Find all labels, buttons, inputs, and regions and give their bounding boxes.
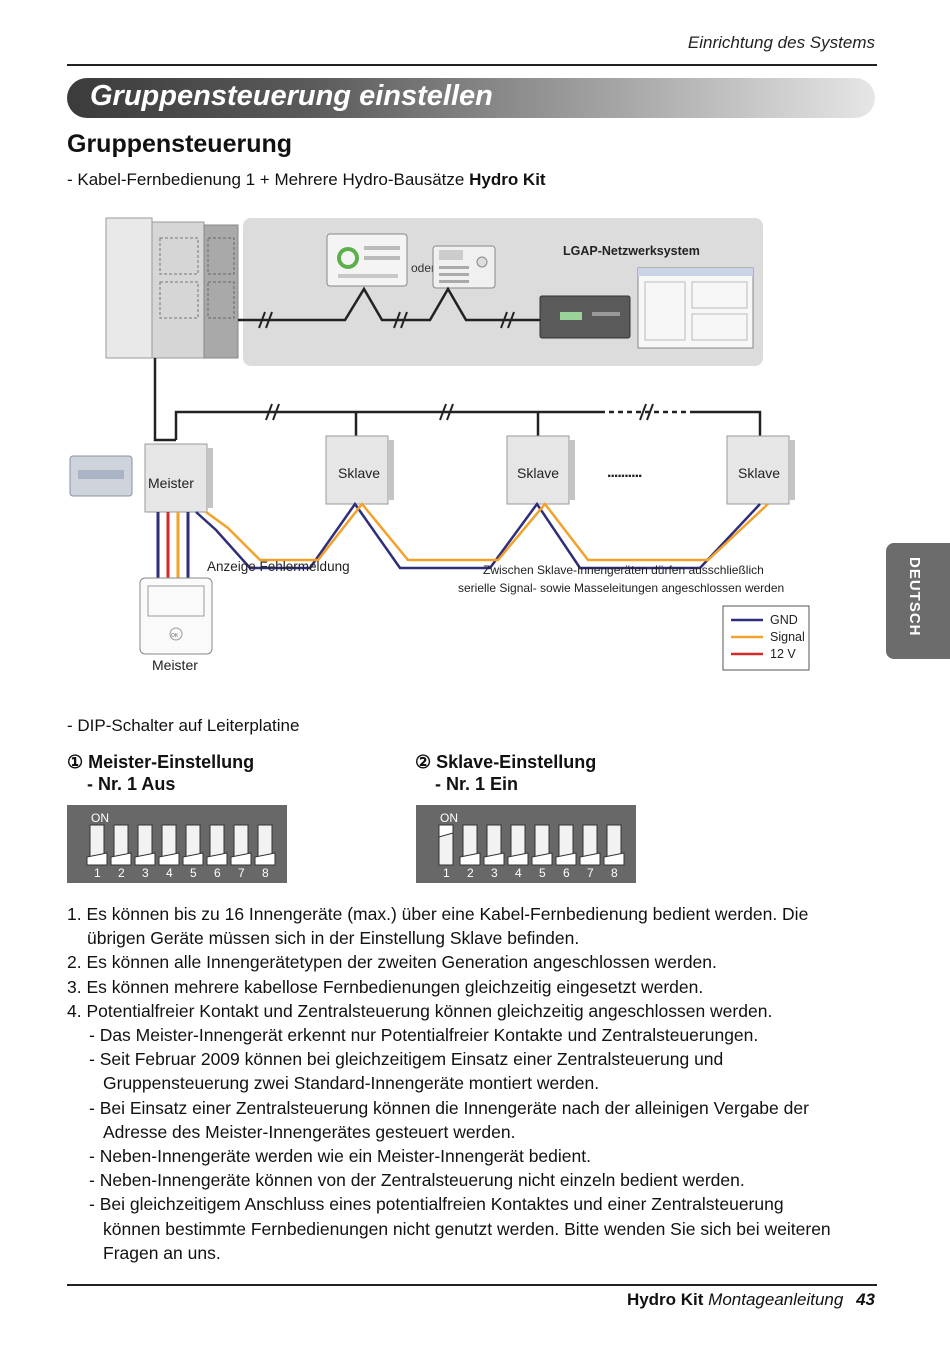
- note-subline: - Bei Einsatz einer Zentralsteuerung kön…: [89, 1097, 809, 1118]
- banner-title: Gruppensteuerung einstellen: [90, 80, 493, 112]
- note-subline: - Das Meister-Innengerät erkennt nur Pot…: [89, 1025, 759, 1046]
- page-footer: Hydro Kit Montageanleitung 43: [627, 1290, 875, 1310]
- outdoor-unit-illustration: [105, 217, 239, 359]
- wire-legend: [722, 605, 810, 671]
- dip-master-num-7: 7: [238, 866, 245, 880]
- slave-setting-heading: ② Sklave-Einstellung: [415, 752, 597, 772]
- indoor-unit-slave-2: [506, 435, 575, 505]
- note-subline: - Neben-Innengeräte können von der Zentr…: [89, 1170, 745, 1191]
- master-setting-heading: ① Meister-Einstellung: [67, 752, 255, 772]
- dip-slave-num-1: 1: [443, 866, 450, 880]
- remote-ok-key: OK: [171, 633, 179, 639]
- dip-slave-num-3: 3: [491, 866, 498, 880]
- dip-master-num-1: 1: [94, 866, 101, 880]
- note-subline: Gruppensteuerung zwei Standard-Innengerä…: [103, 1073, 600, 1094]
- master-setting-sub: - Nr. 1 Aus: [87, 774, 176, 794]
- unit-label-slave-1: Sklave: [338, 465, 380, 481]
- oder-label: oder: [411, 261, 435, 275]
- indoor-bus-end: [690, 410, 762, 440]
- footer-rule: [67, 1284, 877, 1286]
- dip-switch-slave: ON 1 2 3 4 5 6 7 8: [416, 805, 636, 883]
- page-number: 43: [856, 1290, 875, 1309]
- unit-label-slave-3: Sklave: [738, 465, 780, 481]
- dip-master-num-6: 6: [214, 866, 221, 880]
- unit-label-master: Meister: [148, 475, 194, 491]
- footer-product: Hydro Kit: [626, 1290, 704, 1309]
- dip-slave-on-label: ON: [440, 811, 458, 825]
- intro-line: - Kabel-Fernbedienung 1 + Mehrere Hydro-…: [67, 170, 546, 189]
- dip-master-num-5: 5: [190, 866, 197, 880]
- wiring-diagram: oder LGAP-Netzwerksystem: [69, 217, 810, 673]
- dip-master-num-8: 8: [262, 866, 269, 880]
- footer-doc-title: Montageanleitung: [708, 1290, 844, 1309]
- remote-label: Meister: [152, 657, 198, 673]
- note-subline: - Seit Februar 2009 können bei gleichzei…: [89, 1049, 724, 1070]
- network-bus-line: [238, 286, 540, 322]
- dip-slave-num-4: 4: [515, 866, 522, 880]
- note-subline: Fragen an uns.: [103, 1242, 221, 1263]
- legend-gnd: GND: [770, 613, 798, 627]
- error-display-label: Anzeige Fehlermeldung: [207, 559, 350, 574]
- gnd-wire-chain: [195, 501, 761, 570]
- indoor-bus-drops: [354, 412, 540, 440]
- dip-slave-num-8: 8: [611, 866, 618, 880]
- note-subline: - Neben-Innengeräte werden wie ein Meist…: [89, 1146, 591, 1167]
- indoor-bus-line: [174, 410, 600, 440]
- pc-software-illustration: [637, 267, 754, 349]
- indoor-unit-slave-3: [726, 435, 795, 505]
- note-line: übrigen Geräte müssen sich in der Einste…: [87, 928, 580, 949]
- dip-master-num-2: 2: [118, 866, 125, 880]
- indoor-unit-master: [144, 443, 213, 513]
- slave-note-line-2: serielle Signal- sowie Masseleitungen an…: [458, 581, 784, 595]
- section-banner: [67, 78, 875, 118]
- intro-product: Hydro Kit: [469, 170, 546, 189]
- language-tab: DEUTSCH: [886, 543, 950, 659]
- dip-slave-num-7: 7: [587, 866, 594, 880]
- note-line: 4. Potentialfreier Kontakt und Zentralst…: [67, 1000, 773, 1021]
- slave-setting-sub: - Nr. 1 Ein: [435, 774, 519, 794]
- network-break-marks: [258, 311, 515, 329]
- wired-remote-illustration: [139, 577, 213, 655]
- page-heading: Gruppensteuerung: [67, 130, 293, 158]
- indoor-unit-slave-1: [325, 435, 394, 505]
- note-line: 2. Es können alle Innengerätetypen der z…: [67, 952, 717, 973]
- indoor-break-marks: [265, 403, 654, 421]
- network-label: LGAP-Netzwerksystem: [563, 244, 700, 258]
- more-units-dots: ..........: [607, 464, 642, 481]
- outdoor-drop-line: [153, 358, 176, 442]
- running-header: Einrichtung des Systems: [687, 33, 875, 52]
- note-subline: Adresse des Meister-Innengerätes gesteue…: [103, 1121, 516, 1142]
- header-rule: [67, 64, 877, 66]
- dip-slave-num-6: 6: [563, 866, 570, 880]
- dip-master-num-3: 3: [142, 866, 149, 880]
- signal-wire-chain: [205, 502, 769, 562]
- keypad-controller-illustration: [432, 245, 496, 289]
- gateway-illustration: [539, 295, 631, 339]
- note-subline: - Bei gleichzeitigem Anschluss eines pot…: [89, 1194, 784, 1215]
- note-line: 3. Es können mehrere kabellose Fernbedie…: [67, 976, 704, 997]
- note-line: 1. Es können bis zu 16 Innengeräte (max.…: [67, 904, 809, 924]
- hydro-kit-module-illustration: [69, 455, 133, 497]
- dip-master-num-4: 4: [166, 866, 173, 880]
- dip-section-title: - DIP-Schalter auf Leiterplatine: [67, 716, 300, 735]
- touch-controller-illustration: [326, 233, 408, 287]
- language-tab-label: DEUTSCH: [906, 557, 923, 637]
- notes-list: 1. Es können bis zu 16 Innengeräte (max.…: [67, 902, 887, 1265]
- dip-slave-num-2: 2: [467, 866, 474, 880]
- legend-12v: 12 V: [770, 647, 796, 661]
- note-subline: können bestimmte Fernbedienungen nicht g…: [103, 1218, 831, 1239]
- dip-master-on-label: ON: [91, 811, 109, 825]
- slave-note-line-1: Zwischen Sklave-Innengeräten dürfen auss…: [483, 563, 764, 577]
- unit-label-slave-2: Sklave: [517, 465, 559, 481]
- legend-signal: Signal: [770, 630, 805, 644]
- dip-switch-master: ON 1 2 3 4 5 6 7 8: [67, 805, 287, 883]
- dip-slave-num-5: 5: [539, 866, 546, 880]
